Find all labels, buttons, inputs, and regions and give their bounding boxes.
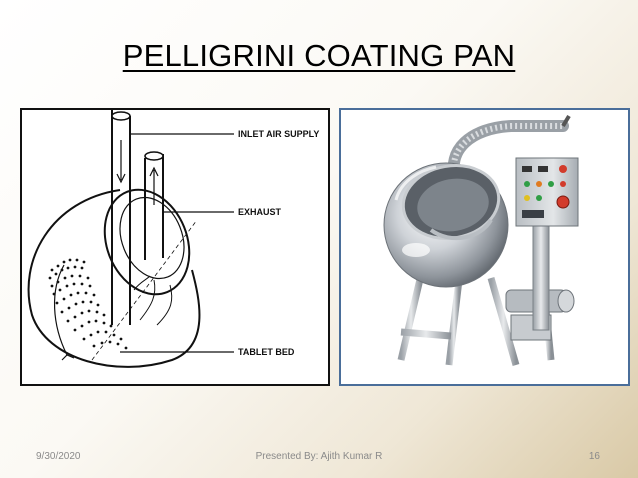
label-tablet-bed: TABLET BED [238,347,295,357]
coating-pan-machine-illustration [383,114,579,366]
footer-presenter: Presented By: Ajith Kumar R [255,451,383,462]
footer-page-number: 16 [588,451,600,462]
tablet-bed-dots [48,258,128,350]
diagram-drawing: INLET AIR SUPPLY EXHAUST TABLET BED [27,110,319,368]
label-inlet-air-supply: INLET AIR SUPPLY [238,129,319,139]
footer-date: 9/30/2020 [36,451,81,462]
label-exhaust: EXHAUST [238,207,282,217]
coating-pan-photo [339,108,630,386]
slide-title: PELLIGRINI COATING PAN [122,38,516,73]
coating-pan-diagram: INLET AIR SUPPLY EXHAUST TABLET BED [20,108,330,386]
